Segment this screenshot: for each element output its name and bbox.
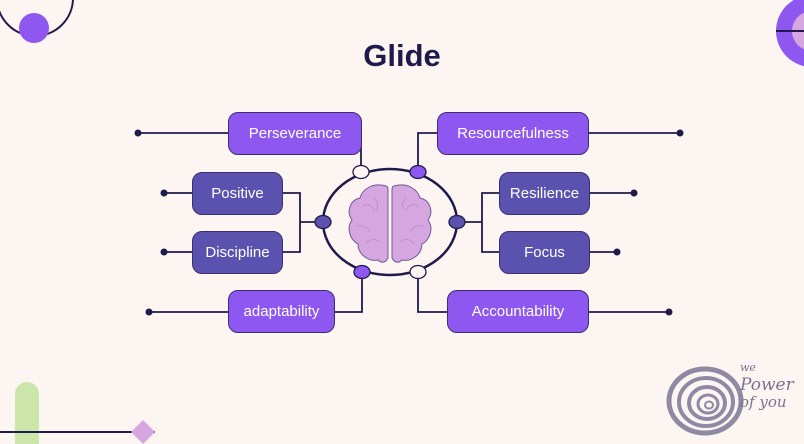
decor-pill-green xyxy=(15,382,39,444)
connector-positive-discipline xyxy=(282,192,301,253)
ring-node-top-right xyxy=(409,164,427,180)
connector-resourcefulness-left xyxy=(417,132,437,172)
endpoint-positive xyxy=(160,189,168,197)
branch-accountability[interactable]: Accountability xyxy=(447,290,589,333)
ring-node-bottom-right xyxy=(409,264,427,280)
branch-resilience[interactable]: Resilience xyxy=(499,172,590,215)
decor-ring-top-right-outer xyxy=(776,0,804,67)
connector-adaptability-right xyxy=(335,272,363,313)
endpoint-resilience xyxy=(630,189,638,197)
endpoint-dots xyxy=(134,129,684,316)
power-of-you-logo-icon xyxy=(666,366,744,436)
branch-perseverance[interactable]: Perseverance xyxy=(228,112,362,155)
logo-line-2: Power xyxy=(740,375,794,395)
branch-resourcefulness[interactable]: Resourcefulness xyxy=(437,112,589,155)
branch-positive[interactable]: Positive xyxy=(192,172,283,215)
branch-discipline[interactable]: Discipline xyxy=(192,231,283,274)
decor-dot-top-left xyxy=(19,13,49,43)
endpoint-accountability xyxy=(665,308,673,316)
endpoint-perseverance xyxy=(134,129,142,137)
logo-line-3: of you xyxy=(740,393,787,411)
logo-text: we Power of you xyxy=(740,360,794,410)
branch-adaptability[interactable]: adaptability xyxy=(228,290,335,333)
endpoint-focus xyxy=(613,248,621,256)
decor-diamond xyxy=(131,420,155,444)
endpoint-resourcefulness xyxy=(676,129,684,137)
endpoint-adaptability xyxy=(145,308,153,316)
ring-node-bottom-left xyxy=(353,264,371,280)
ring-node-left xyxy=(314,214,332,230)
connector-accountability-left xyxy=(417,272,447,313)
ring-node-top-left xyxy=(352,164,370,180)
branch-focus[interactable]: Focus xyxy=(499,231,590,274)
page-title: Glide xyxy=(363,38,441,73)
logo-line-1: we xyxy=(740,361,756,374)
ring-node-right xyxy=(448,214,466,230)
endpoint-discipline xyxy=(160,248,168,256)
brain-icon xyxy=(348,184,432,263)
connector-resilience-focus xyxy=(481,192,499,253)
center-ring xyxy=(321,167,459,277)
